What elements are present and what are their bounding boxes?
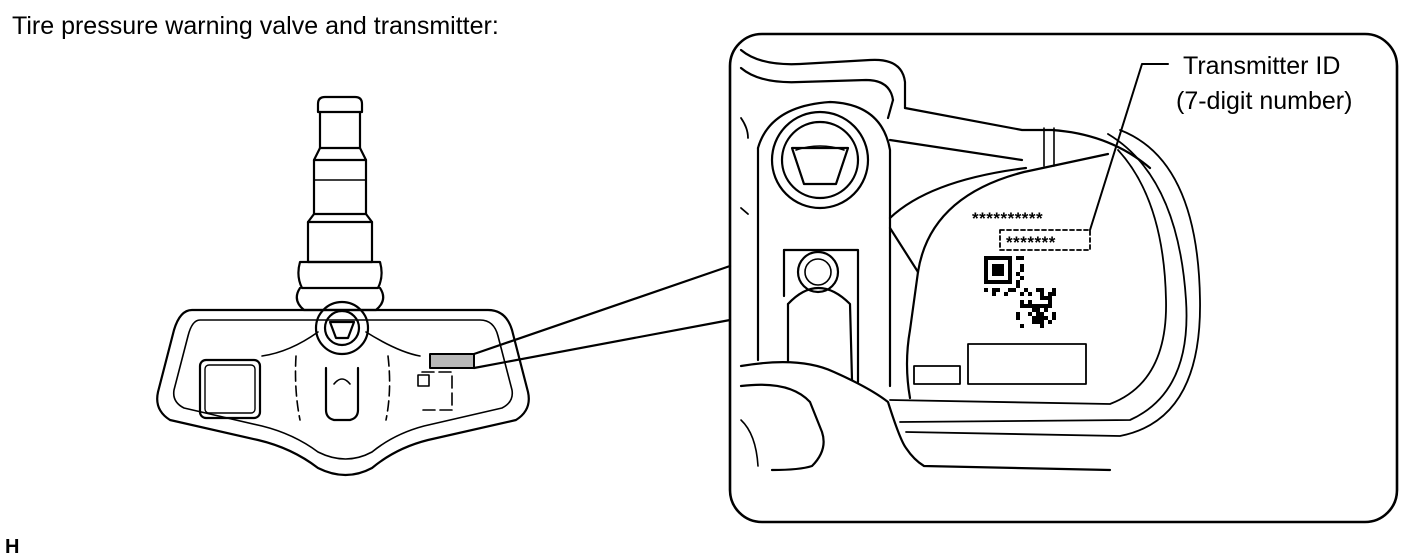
valve-stem (295, 95, 385, 312)
sticker-asterisk-line-1: ********** (972, 209, 1043, 228)
sticker-asterisk-line-2: ******* (1006, 233, 1056, 252)
transmitter-id-sublabel: (7-digit number) (1176, 87, 1353, 115)
callout-leader (472, 264, 732, 370)
transmitter-id-label: Transmitter ID (1183, 52, 1341, 80)
zoom-callout-box: ********** ******* (728, 32, 1399, 524)
qr-code-icon (984, 256, 1056, 328)
page-title: Tire pressure warning valve and transmit… (12, 12, 499, 40)
corner-mark: H (5, 536, 20, 558)
transmitter-id-highlight (999, 229, 1091, 251)
transmitter-body (156, 300, 530, 477)
